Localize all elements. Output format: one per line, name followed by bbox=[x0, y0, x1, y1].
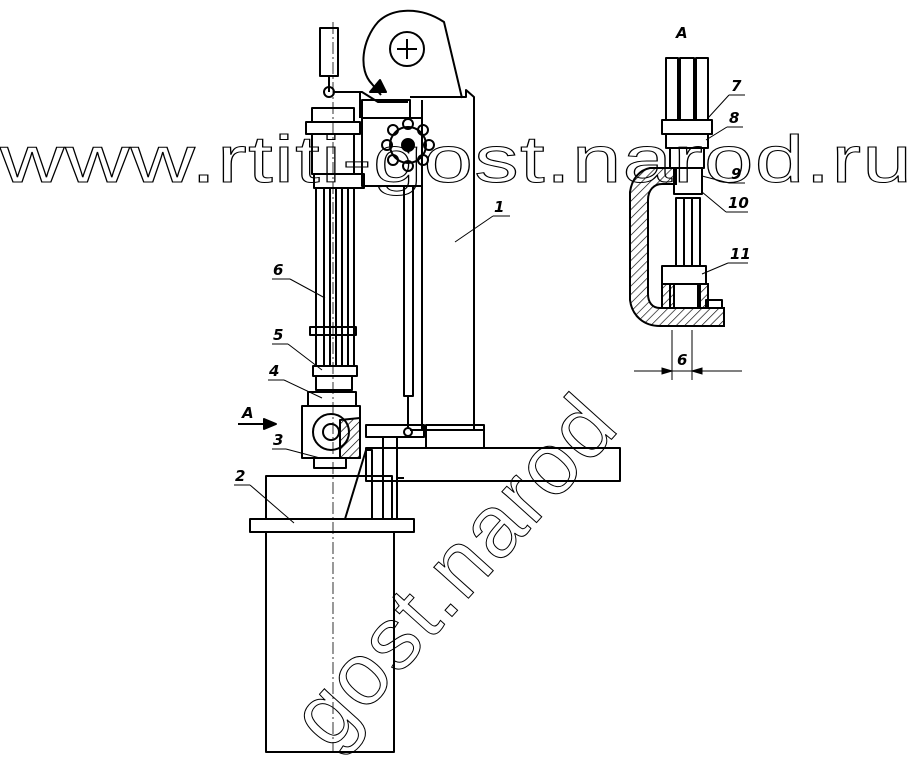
watermark-diagonal: gost.narod bbox=[271, 375, 636, 757]
clamp-body bbox=[301, 391, 361, 469]
upper-cylinder bbox=[319, 27, 339, 98]
callout-9: 9 bbox=[731, 165, 741, 183]
pulley bbox=[389, 31, 425, 67]
base-plate bbox=[249, 475, 415, 533]
support-bracket bbox=[344, 424, 425, 520]
callout-11: 11 bbox=[730, 245, 751, 263]
dimension-6 bbox=[634, 367, 742, 375]
view-arrow-label: A bbox=[241, 404, 254, 422]
dimension-value: 6 bbox=[677, 351, 687, 369]
spindle-assembly bbox=[305, 107, 365, 391]
section-die-hatch bbox=[661, 283, 709, 309]
callout-1: 1 bbox=[494, 198, 504, 216]
top-housing bbox=[362, 9, 463, 99]
watermark-horizontal: www.rtiti-gost.narod.ru bbox=[0, 122, 913, 196]
section-view-label: A bbox=[675, 24, 688, 42]
callout-5: 5 bbox=[273, 326, 283, 344]
callout-3: 3 bbox=[273, 431, 283, 449]
upper-lever bbox=[334, 79, 408, 118]
leader-lines bbox=[234, 94, 748, 524]
vertical-rod bbox=[403, 185, 414, 437]
view-arrow bbox=[238, 418, 277, 430]
callout-4: 4 bbox=[268, 362, 279, 380]
callout-2: 2 bbox=[235, 467, 245, 485]
section-shaft bbox=[661, 57, 713, 195]
callout-8: 8 bbox=[729, 109, 739, 127]
indexing-head bbox=[361, 99, 423, 187]
callout-7: 7 bbox=[731, 77, 742, 95]
callout-6: 6 bbox=[273, 261, 283, 279]
section-c-frame bbox=[629, 167, 725, 327]
callout-10: 10 bbox=[728, 194, 749, 212]
star-wheel bbox=[381, 118, 435, 172]
